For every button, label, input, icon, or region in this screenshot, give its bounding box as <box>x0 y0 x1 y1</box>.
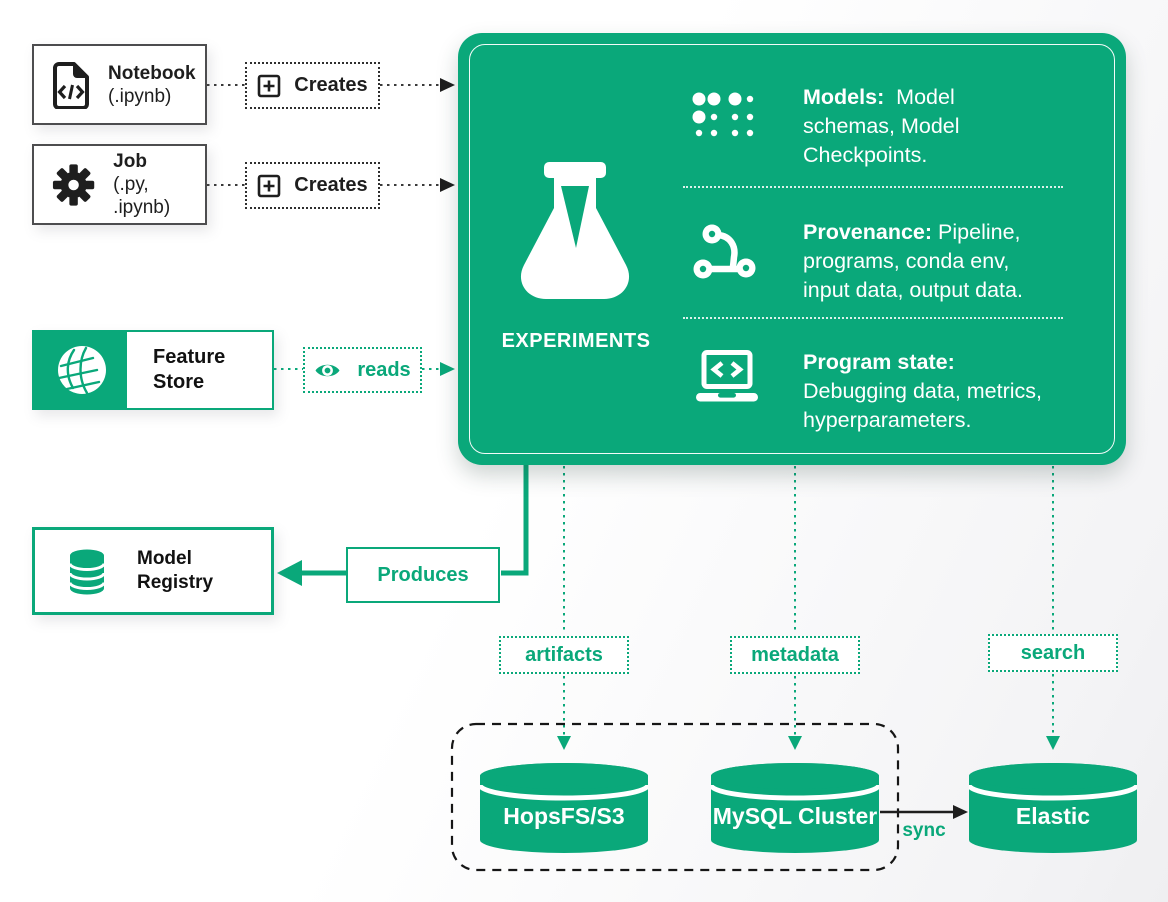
experiments-title: EXPERIMENTS <box>501 330 651 352</box>
datastore-group-outline <box>450 722 900 872</box>
creates-label: Creates <box>294 174 368 196</box>
feature-store-title-line1: Feature <box>153 346 226 368</box>
provenance-text: Provenance: Pipeline, programs, conda en… <box>803 218 1103 305</box>
model-registry-node: Model Registry <box>32 527 274 615</box>
hopsfs-cylinder <box>480 763 648 853</box>
gear-icon <box>52 163 95 206</box>
arrowhead-search <box>1046 736 1060 750</box>
edge-panel-to-produces <box>501 464 529 576</box>
arrowhead-artifacts <box>557 736 571 750</box>
creates-label: Creates <box>294 74 368 96</box>
hops-logo-icon <box>57 346 106 395</box>
provenance-lead: Provenance: <box>803 220 933 244</box>
models-line3: Checkpoints. <box>803 143 928 167</box>
creates-edge-label-top: Creates <box>245 62 380 109</box>
notebook-file-icon <box>53 61 89 109</box>
experiments-panel-inner-border <box>469 44 1115 454</box>
reads-edge-label: reads <box>303 347 422 393</box>
program-state-text: Program state: Debugging data, metrics, … <box>803 348 1103 435</box>
job-node: Job (.py, .ipynb) <box>32 144 207 225</box>
feature-store-labels: Feature Store <box>127 332 225 408</box>
job-subtitle: (.py, .ipynb) <box>113 174 171 218</box>
job-title: Job <box>113 151 147 172</box>
program-state-line2: Debugging data, metrics, <box>803 379 1043 403</box>
provenance-line2: programs, conda env, <box>803 249 1010 273</box>
model-registry-labels: Model Registry <box>137 547 213 595</box>
notebook-title: Notebook <box>108 62 196 84</box>
eye-icon <box>315 364 340 376</box>
produces-edge-label: Produces <box>346 547 500 603</box>
artifacts-label: artifacts <box>525 643 603 666</box>
flask-icon <box>520 162 630 299</box>
feature-store-icon-tile <box>34 332 127 408</box>
arrowhead-metadata <box>788 736 802 750</box>
provenance-line3: input data, output data. <box>803 278 1023 302</box>
panel-separator-1 <box>683 186 1063 188</box>
arrowhead-creates-bottom <box>440 178 455 192</box>
program-state-lead: Program state: <box>803 350 955 374</box>
artifacts-edge-label: artifacts <box>499 636 629 674</box>
database-icon <box>68 549 106 594</box>
hopsfs-label: HopsFS/S3 <box>503 803 625 829</box>
produces-label: Produces <box>377 563 469 586</box>
notebook-labels: Notebook (.ipynb) <box>108 62 196 108</box>
sync-edge-label: sync <box>902 820 946 841</box>
notebook-subtitle: (.ipynb) <box>108 85 172 107</box>
laptop-code-icon <box>696 350 758 402</box>
elastic-cylinder <box>969 763 1137 853</box>
feature-store-title-line2: Store <box>153 371 205 393</box>
plus-square-icon <box>257 174 281 197</box>
model-registry-title-line1: Model <box>137 548 192 569</box>
plus-square-icon <box>257 74 281 97</box>
job-labels: Job (.py, .ipynb) <box>113 150 205 219</box>
models-line1-rest: Model <box>884 85 955 109</box>
search-edge-label: search <box>988 634 1118 672</box>
mysql-cylinder <box>711 763 879 853</box>
models-line2: schemas, Model <box>803 114 960 138</box>
dots-grid-icon <box>692 92 754 137</box>
program-state-line3: hyperparameters. <box>803 408 972 432</box>
panel-separator-2 <box>683 317 1063 319</box>
models-text: Models: Model schemas, Model Checkpoints… <box>803 83 1103 170</box>
reads-label: reads <box>357 358 411 381</box>
provenance-icon <box>693 224 756 279</box>
experiments-panel: EXPERIMENTS Models: Model schemas, Model… <box>458 33 1126 465</box>
metadata-edge-label: metadata <box>730 636 860 674</box>
arrowhead-sync <box>953 805 968 819</box>
creates-edge-label-bottom: Creates <box>245 162 380 209</box>
model-registry-title-line2: Registry <box>137 572 214 593</box>
elastic-label: Elastic <box>1015 803 1091 829</box>
feature-store-node: Feature Store <box>32 330 274 410</box>
arrowhead-reads <box>440 362 455 376</box>
search-label: search <box>1020 641 1086 664</box>
metadata-label: metadata <box>751 643 839 666</box>
provenance-line1-rest: Pipeline, <box>932 220 1021 244</box>
arrowhead-produces <box>277 560 302 586</box>
notebook-node: Notebook (.ipynb) <box>32 44 207 125</box>
mysql-label: MySQL Cluster <box>712 803 878 829</box>
arrowhead-creates-top <box>440 78 455 92</box>
models-lead: Models: <box>803 85 885 109</box>
